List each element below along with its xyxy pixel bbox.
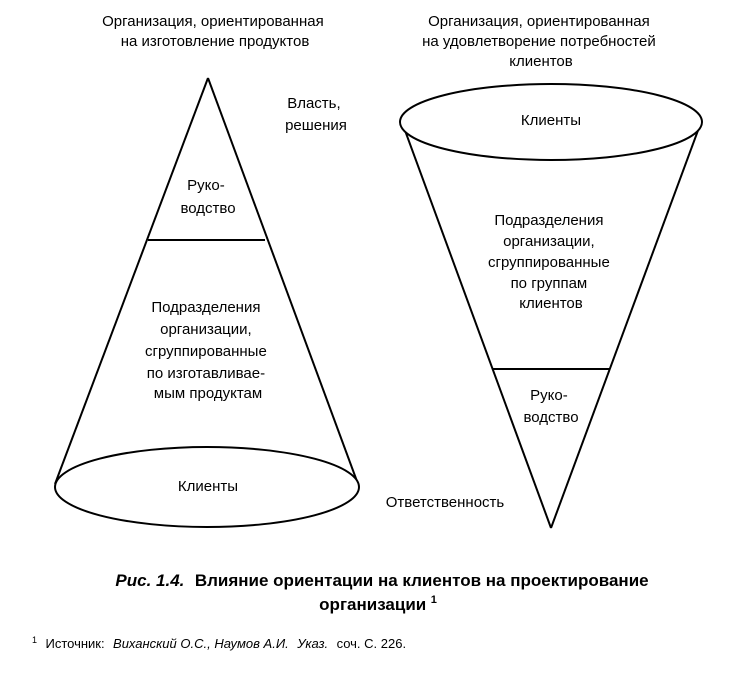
left-top-section-label: Руко- водство [180, 177, 235, 217]
footnote-ref: Указ. [296, 636, 328, 651]
right-mid-line-4: по группам [511, 275, 588, 292]
caption-footnote-mark: 1 [431, 594, 437, 606]
right-diagram-title: Организация, ориентированная на удовлетв… [422, 13, 660, 70]
right-mid-line-3: сгруппированные [488, 254, 610, 271]
footnote-prefix: Источник: [45, 636, 104, 651]
left-mid-line-3: сгруппированные [145, 343, 267, 360]
power-annotation: Власть, решения [285, 95, 347, 134]
left-top-line-2: водство [180, 200, 235, 217]
right-mid-line-5: клиентов [519, 295, 583, 312]
left-diagram: Организация, ориентированная на изготовл… [54, 13, 360, 528]
footnote-authors: Виханский О.С., Наумов А.И. [113, 636, 289, 651]
left-title-line-1: Организация, ориентированная [102, 13, 324, 30]
left-title-line-2: на изготовление продуктов [121, 33, 310, 50]
right-middle-section-label: Подразделения организации, сгруппированн… [488, 212, 614, 312]
left-top-line-1: Руко- [187, 177, 225, 194]
left-diagram-title: Организация, ориентированная на изготовл… [102, 13, 328, 50]
caption-line-1: Влияние ориентации на клиентов на проект… [195, 571, 649, 590]
right-title-line-2: на удовлетворение потребностей [422, 33, 656, 50]
right-mid-line-2: организации, [503, 233, 595, 250]
left-cone-right-edge [207, 77, 359, 485]
power-line-2: решения [285, 117, 347, 134]
caption-label: Рис. 1.4. [115, 571, 184, 590]
right-cone-right-edge [550, 124, 701, 529]
footnote: 1 Источник: Виханский О.С., Наумов А.И. … [32, 630, 406, 652]
right-bottom-line-2: водство [523, 409, 578, 426]
left-middle-section-label: Подразделения организации, сгруппированн… [145, 299, 271, 402]
caption-line-2: организации [319, 595, 426, 614]
left-mid-line-5: мым продуктам [154, 385, 262, 402]
left-mid-line-2: организации, [160, 321, 252, 338]
right-top-label: Клиенты [521, 112, 581, 129]
right-bottom-section-label: Руко- водство [523, 387, 578, 426]
right-cone-left-edge [402, 124, 552, 529]
right-title-line-3: клиентов [509, 53, 573, 70]
left-mid-line-1: Подразделения [151, 299, 260, 316]
right-mid-line-1: Подразделения [494, 212, 603, 229]
left-base-label: Клиенты [178, 478, 238, 495]
left-cone-left-edge [54, 77, 209, 485]
right-bottom-line-1: Руко- [530, 387, 568, 404]
left-mid-line-4: по изготавливае- [147, 365, 265, 382]
right-title-line-1: Организация, ориентированная [428, 13, 650, 30]
responsibility-annotation: Ответственность [386, 494, 505, 511]
right-diagram: Организация, ориентированная на удовлетв… [399, 13, 703, 529]
power-line-1: Власть, [287, 95, 340, 112]
figure-caption: Рис. 1.4. Влияние ориентации на клиентов… [115, 571, 648, 590]
figure-caption-line-2: организации 1 [319, 594, 437, 614]
footnote-rest: соч. С. 226. [337, 636, 407, 651]
right-top-ellipse [399, 83, 703, 161]
left-base-ellipse [54, 446, 360, 528]
footnote-mark: 1 [32, 635, 37, 645]
